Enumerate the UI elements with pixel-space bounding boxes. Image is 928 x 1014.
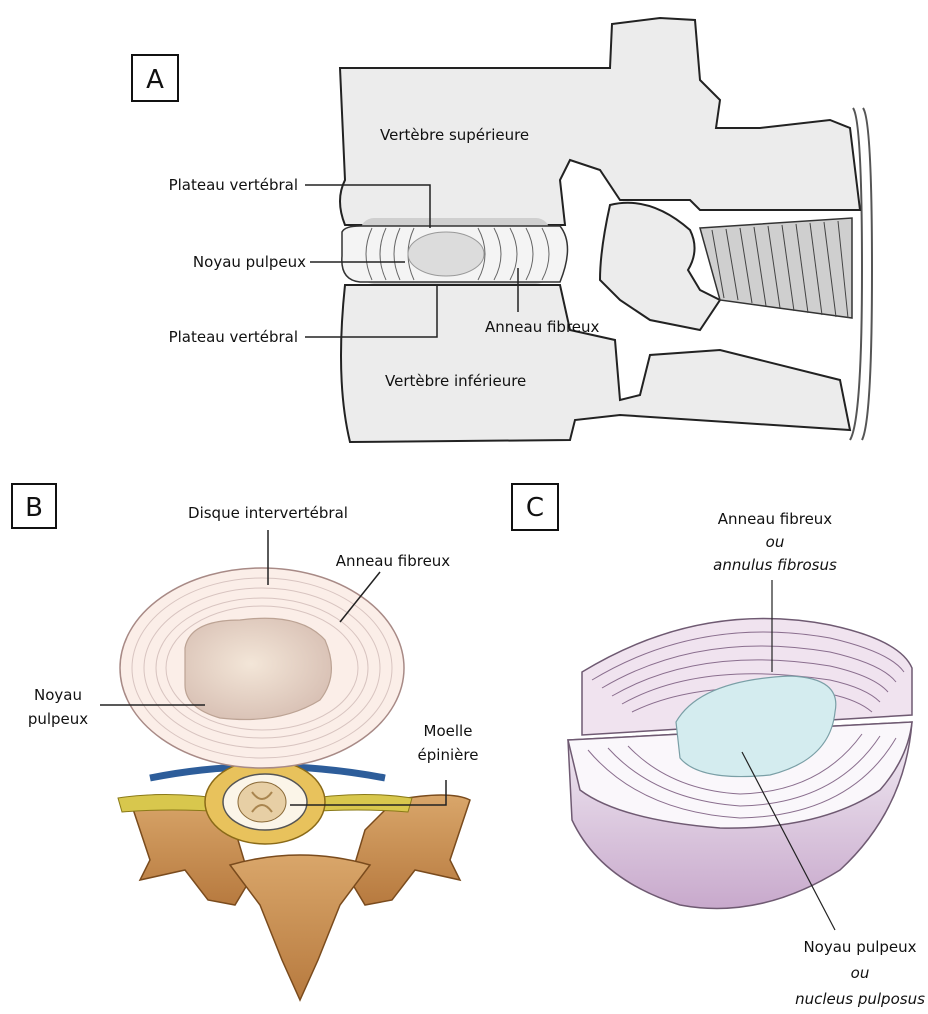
label-endplate-bottom: Plateau vertébral <box>169 328 298 346</box>
nucleus-pulposus-b <box>185 618 331 719</box>
label-nucleus-b-2: pulpeux <box>28 710 88 728</box>
label-disc: Disque intervertébral <box>188 504 348 522</box>
nucleus-pulposus-a <box>408 232 484 276</box>
label-annulus-c-fr: Anneau fibreux <box>718 510 833 528</box>
interspinous-ligament <box>700 218 852 318</box>
label-cord-2: épinière <box>418 746 479 764</box>
panel-b-letter: B <box>25 493 43 523</box>
facet-joint <box>600 203 720 330</box>
label-nucleus-c-or: ou <box>851 964 870 982</box>
panel-c: C Anneau fibreux ou annulus fibrosus Noy… <box>512 484 925 1008</box>
label-annulus-a: Anneau fibreux <box>485 318 600 336</box>
spinous-process <box>230 855 370 1000</box>
lower-vertebra <box>341 285 850 442</box>
label-upper-vertebra: Vertèbre supérieure <box>380 126 529 144</box>
label-cord-1: Moelle <box>424 722 473 740</box>
label-nucleus-b-1: Noyau <box>34 686 82 704</box>
panel-a-letter: A <box>146 65 164 95</box>
panel-b: B Disque intervertébral <box>12 484 478 1000</box>
label-endplate-top: Plateau vertébral <box>169 176 298 194</box>
label-nucleus-c-fr: Noyau pulpeux <box>803 938 916 956</box>
label-nucleus-c-la: nucleus pulposus <box>795 990 925 1008</box>
label-annulus-c-or: ou <box>766 533 785 551</box>
label-annulus-c-la: annulus fibrosus <box>713 556 837 574</box>
label-lower-vertebra: Vertèbre inférieure <box>385 372 526 390</box>
spinal-cord <box>238 782 286 822</box>
upper-vertebra <box>340 18 860 225</box>
label-annulus-b: Anneau fibreux <box>336 552 451 570</box>
label-nucleus-a: Noyau pulpeux <box>193 253 306 271</box>
panel-a: A <box>132 18 872 442</box>
panel-c-letter: C <box>526 493 544 523</box>
